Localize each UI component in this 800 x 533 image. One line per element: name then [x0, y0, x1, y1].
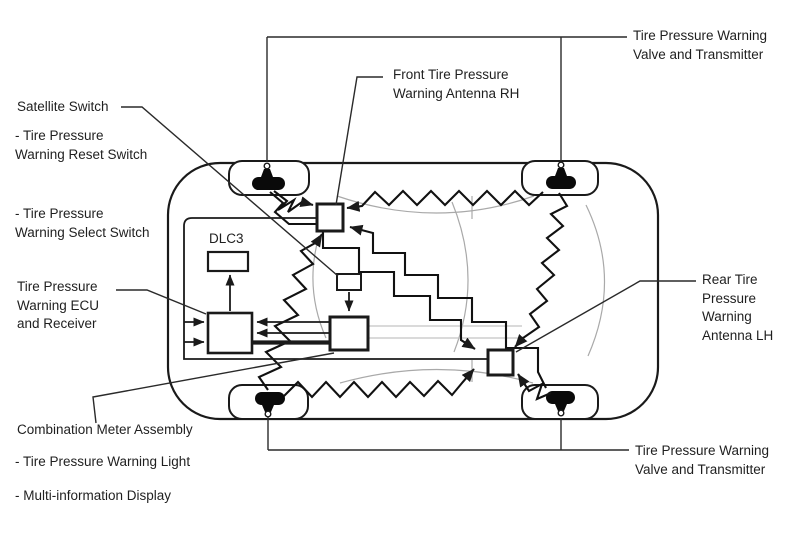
dlc3-label: DLC3: [209, 231, 244, 246]
radio-wave-zigzag: [346, 189, 544, 212]
front-antenna-box: [315, 202, 345, 233]
valve-stem-icon: [261, 169, 273, 177]
front-antenna-label: Front Tire Pressure Warning Antenna RH: [393, 67, 520, 101]
reset-switch-label: - Tire Pressure Warning Reset Switch: [15, 128, 148, 162]
radio-wave-zigzags: [257, 189, 569, 401]
wiring: [183, 217, 488, 360]
leader-satellite-switch: [121, 106, 339, 277]
tires: [252, 161, 576, 418]
leader-lines: [92, 36, 696, 451]
windshield-line: [336, 195, 535, 214]
leader-front-antenna: [335, 76, 383, 206]
tire-bottom-right: [546, 391, 575, 404]
valve-cap-icon: [557, 161, 565, 169]
valve-cap-icon: [557, 409, 565, 417]
valve-stem-icon: [555, 168, 567, 176]
radio-wave-zigzag: [349, 224, 547, 389]
leader-ecu: [116, 289, 207, 315]
valve-cap-icon: [263, 162, 271, 170]
radio-wave-zigzag: [273, 190, 314, 213]
rear-antenna-box: [486, 348, 515, 377]
radio-wave-zigzag: [269, 191, 476, 350]
tire-top-right: [546, 176, 576, 189]
warning-light-label: - Tire Pressure Warning Light: [15, 454, 191, 469]
multi-display-label: - Multi-information Display: [15, 488, 172, 503]
valve-transmitter-bottom-label: Tire Pressure Warning Valve and Transmit…: [635, 443, 770, 477]
rear-antenna-label: Rear Tire Pressure Warning Antenna LH: [702, 272, 774, 343]
valve-stem-icon: [555, 404, 567, 411]
car-body-outline: [166, 161, 660, 421]
leader-valve-bottom: [267, 417, 629, 451]
car-interior-detail-lines: [312, 195, 606, 384]
satellite-switch-label: Satellite Switch: [17, 99, 109, 114]
valve-transmitter-top-label: Tire Pressure Warning Valve and Transmit…: [633, 28, 768, 62]
combination-meter-box: [328, 315, 370, 352]
component-boxes: [206, 202, 515, 377]
tire-bottom-left: [255, 392, 285, 405]
satellite-switch-box: [336, 273, 362, 291]
leader-valve-top: [266, 36, 627, 162]
ecu-box: [206, 311, 254, 355]
radio-wave-zigzag: [517, 373, 552, 401]
dlc3-box: [206, 250, 250, 273]
rear-window-arc: [585, 204, 606, 357]
valve-stem-icon: [262, 405, 274, 412]
tire-top-left: [252, 177, 285, 190]
leader-rear-antenna: [515, 280, 696, 353]
radio-wave-zigzag: [257, 233, 323, 391]
leader-combination-meter: [92, 352, 335, 424]
cabin-rear-arc: [451, 201, 469, 353]
ecu-label: Tire Pressure Warning ECU and Receiver: [17, 279, 100, 331]
radio-wave-zigzag: [283, 368, 475, 399]
radio-wave-zigzag: [514, 192, 569, 348]
valve-cap-icon: [264, 410, 272, 418]
rear-deck-line: [339, 368, 534, 384]
combination-meter-label: Combination Meter Assembly: [17, 422, 193, 437]
select-switch-label: - Tire Pressure Warning Select Switch: [15, 206, 150, 240]
antenna-wire-harness: [183, 217, 488, 360]
